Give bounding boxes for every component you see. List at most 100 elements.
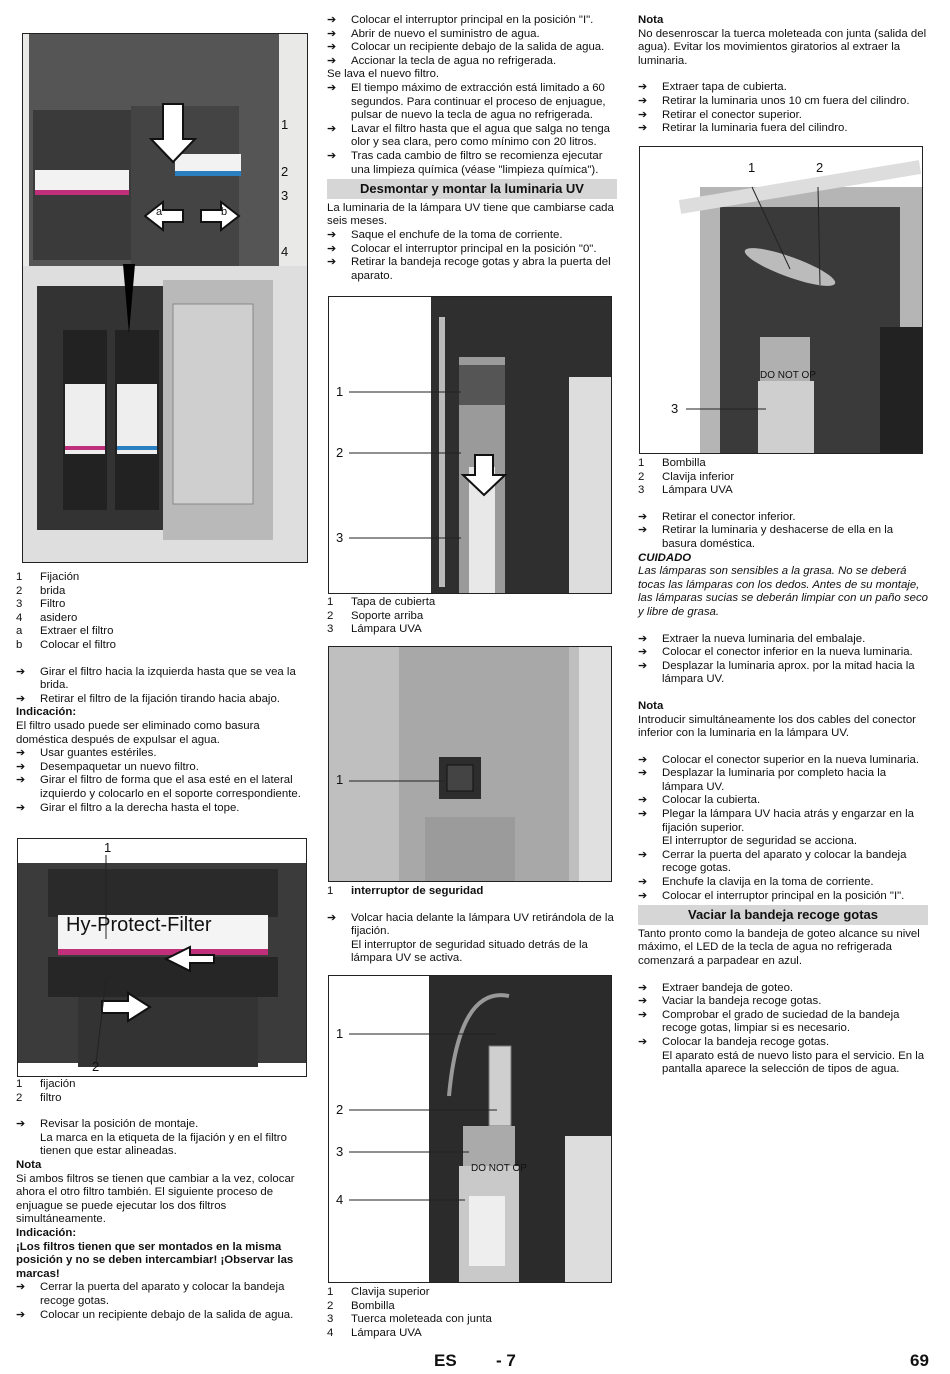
uv-intro: La luminaria de la lámpara UV tiene que … bbox=[327, 201, 614, 228]
legend-text: Clavija inferior bbox=[662, 470, 735, 483]
step: Revisar la posición de montaje. bbox=[16, 1118, 308, 1132]
step: El tiempo máximo de extracción está limi… bbox=[327, 82, 617, 123]
step: Retirar el conector superior. bbox=[638, 109, 928, 123]
step: Retirar el filtro de la fijación tirando… bbox=[16, 693, 308, 707]
uv-lamp-figure-4: DO NOT OP 1 2 3 bbox=[639, 146, 923, 454]
filter-compartment-illustration bbox=[23, 34, 307, 562]
legend-num: 3 bbox=[16, 598, 23, 611]
legend-num: 2 bbox=[638, 470, 645, 483]
column-2: Colocar el interruptor principal en la p… bbox=[327, 14, 617, 283]
legend-num: 4 bbox=[16, 611, 23, 624]
step: Cerrar la puerta del aparato y colocar l… bbox=[638, 849, 928, 876]
step: Colocar la cubierta. bbox=[638, 794, 928, 808]
indicacion-text: El filtro usado puede ser eliminado como… bbox=[16, 719, 260, 746]
uv-lamp-figure-1: 1 2 3 bbox=[328, 296, 612, 594]
legend-text: Lámpara UVA bbox=[351, 623, 422, 636]
legend-text: Lámpara UVA bbox=[662, 484, 733, 497]
section-title-drip-tray: Vaciar la bandeja recoge gotas bbox=[638, 905, 928, 925]
fig1-label-3: 3 bbox=[281, 188, 289, 203]
step: Retirar la luminaria fuera del cilindro. bbox=[638, 122, 928, 136]
step: Abrir de nuevo el suministro de agua. bbox=[327, 28, 617, 42]
legend-text: Filtro bbox=[40, 598, 66, 611]
fig4-label-3: 3 bbox=[671, 401, 679, 416]
step: Extraer la nueva luminaria del embalaje. bbox=[638, 633, 928, 647]
fig-uv3-label-3: 3 bbox=[336, 1144, 344, 1159]
drip-tray-intro: Tanto pronto como la bandeja de goteo al… bbox=[638, 927, 920, 967]
cuidado-text: Las lámparas son sensibles a la grasa. N… bbox=[638, 565, 928, 618]
step: Plegar la lámpara UV hacia atrás y engar… bbox=[638, 808, 928, 835]
legend-text: Fijación bbox=[40, 571, 80, 583]
legend-num: 2 bbox=[16, 1091, 23, 1104]
legend-num: 1 bbox=[16, 571, 23, 583]
fig4-label-2: 2 bbox=[816, 160, 824, 175]
step: Accionar la tecla de agua no refrigerada… bbox=[327, 55, 617, 69]
step-sub: El interruptor de seguridad se acciona. bbox=[662, 835, 858, 848]
step-sub: El interruptor de seguridad situado detr… bbox=[351, 938, 588, 965]
fig-uv1-label-2: 2 bbox=[336, 445, 344, 460]
step: Colocar el interruptor principal en la p… bbox=[327, 14, 617, 28]
step: Colocar el interruptor principal en la p… bbox=[638, 890, 928, 904]
step: Cerrar la puerta del aparato y colocar l… bbox=[16, 1281, 308, 1308]
fig-uv1-label-1: 1 bbox=[336, 384, 344, 399]
step: Enchufe la clavija en la toma de corrien… bbox=[638, 876, 928, 890]
step: Colocar la bandeja recoge gotas. bbox=[638, 1036, 928, 1050]
indicacion2-title: Indicación: bbox=[16, 1226, 77, 1239]
legend-text: Clavija superior bbox=[351, 1286, 430, 1298]
fig1-label-2: 2 bbox=[281, 164, 289, 179]
step: Retirar el conector inferior. bbox=[638, 511, 928, 525]
legend-text: brida bbox=[40, 584, 66, 597]
uv-lamp-illustration-4 bbox=[678, 160, 922, 453]
legend-text: Lámpara UVA bbox=[351, 1326, 422, 1339]
step: Retirar la luminaria y deshacerse de ell… bbox=[638, 524, 928, 551]
legend-text: interruptor de seguridad bbox=[351, 885, 484, 897]
fig1-label-a: a bbox=[156, 206, 163, 218]
step: Extraer tapa de cubierta. bbox=[638, 81, 928, 95]
nota-text: No desenroscar la tuerca moleteada con j… bbox=[638, 27, 927, 67]
step: Colocar el conector superior en la nueva… bbox=[638, 754, 928, 768]
uv-lamp-illustration-3 bbox=[349, 976, 611, 1282]
filter-label-text: Hy-Protect-Filter bbox=[66, 914, 212, 936]
legend-num: 1 bbox=[327, 885, 334, 897]
indicacion2-text: ¡Los filtros tienen que ser montados en … bbox=[16, 1240, 294, 1280]
uv-lamp-illustration-1 bbox=[349, 297, 611, 593]
hy-protect-filter-illustration bbox=[18, 855, 306, 1067]
step: Girar el filtro a la derecha hasta el to… bbox=[16, 802, 308, 816]
legend-num: 4 bbox=[327, 1326, 334, 1339]
step: Retirar la luminaria unos 10 cm fuera de… bbox=[638, 95, 928, 109]
cuidado-title: CUIDADO bbox=[638, 551, 692, 564]
legend-text: fijación bbox=[40, 1078, 76, 1090]
legend-text: Tuerca moleteada con junta bbox=[351, 1313, 492, 1326]
legend-num: 1 bbox=[638, 457, 645, 469]
step: Retirar la bandeja recoge gotas y abra l… bbox=[327, 256, 617, 283]
step: Saque el enchufe de la toma de corriente… bbox=[327, 229, 617, 243]
fig-uv3-label-2: 2 bbox=[336, 1102, 344, 1117]
legend-text: filtro bbox=[40, 1091, 62, 1104]
step: Girar el filtro hacia la izquierda hasta… bbox=[16, 666, 308, 693]
fig1-label-1: 1 bbox=[281, 117, 289, 132]
safety-switch-figure: 1 bbox=[328, 646, 612, 882]
legend-text: Soporte arriba bbox=[351, 609, 424, 622]
legend-text: Bombilla bbox=[662, 457, 706, 469]
step-sub: El aparato está de nuevo listo para el s… bbox=[662, 1049, 925, 1076]
step: Vaciar la bandeja recoge gotas. bbox=[638, 995, 928, 1009]
indicacion-title: Indicación: bbox=[16, 706, 77, 719]
step: Desplazar la luminaria aprox. por la mit… bbox=[638, 660, 928, 687]
footer-lang: ES bbox=[434, 1351, 457, 1370]
fig2-label-1: 1 bbox=[104, 840, 112, 855]
hy-protect-filter-figure: Hy-Protect-Filter 1 2 bbox=[17, 838, 307, 1077]
legend-text: Bombilla bbox=[351, 1299, 395, 1312]
step: Colocar un recipiente debajo de la salid… bbox=[16, 1309, 308, 1323]
step: Tras cada cambio de filtro se recomienza… bbox=[327, 150, 617, 177]
step: Colocar el interruptor principal en la p… bbox=[327, 243, 617, 257]
step: Comprobar el grado de suciedad de la ban… bbox=[638, 1009, 928, 1036]
fig-uv3-caption: DO NOT OP bbox=[471, 1163, 527, 1174]
safety-switch-illustration bbox=[329, 647, 611, 881]
nota-title: Nota bbox=[16, 1158, 42, 1171]
fig1-label-4: 4 bbox=[281, 244, 289, 259]
footer-page-dash: - 7 bbox=[496, 1351, 516, 1370]
lava-text: Se lava el nuevo filtro. bbox=[327, 68, 440, 81]
